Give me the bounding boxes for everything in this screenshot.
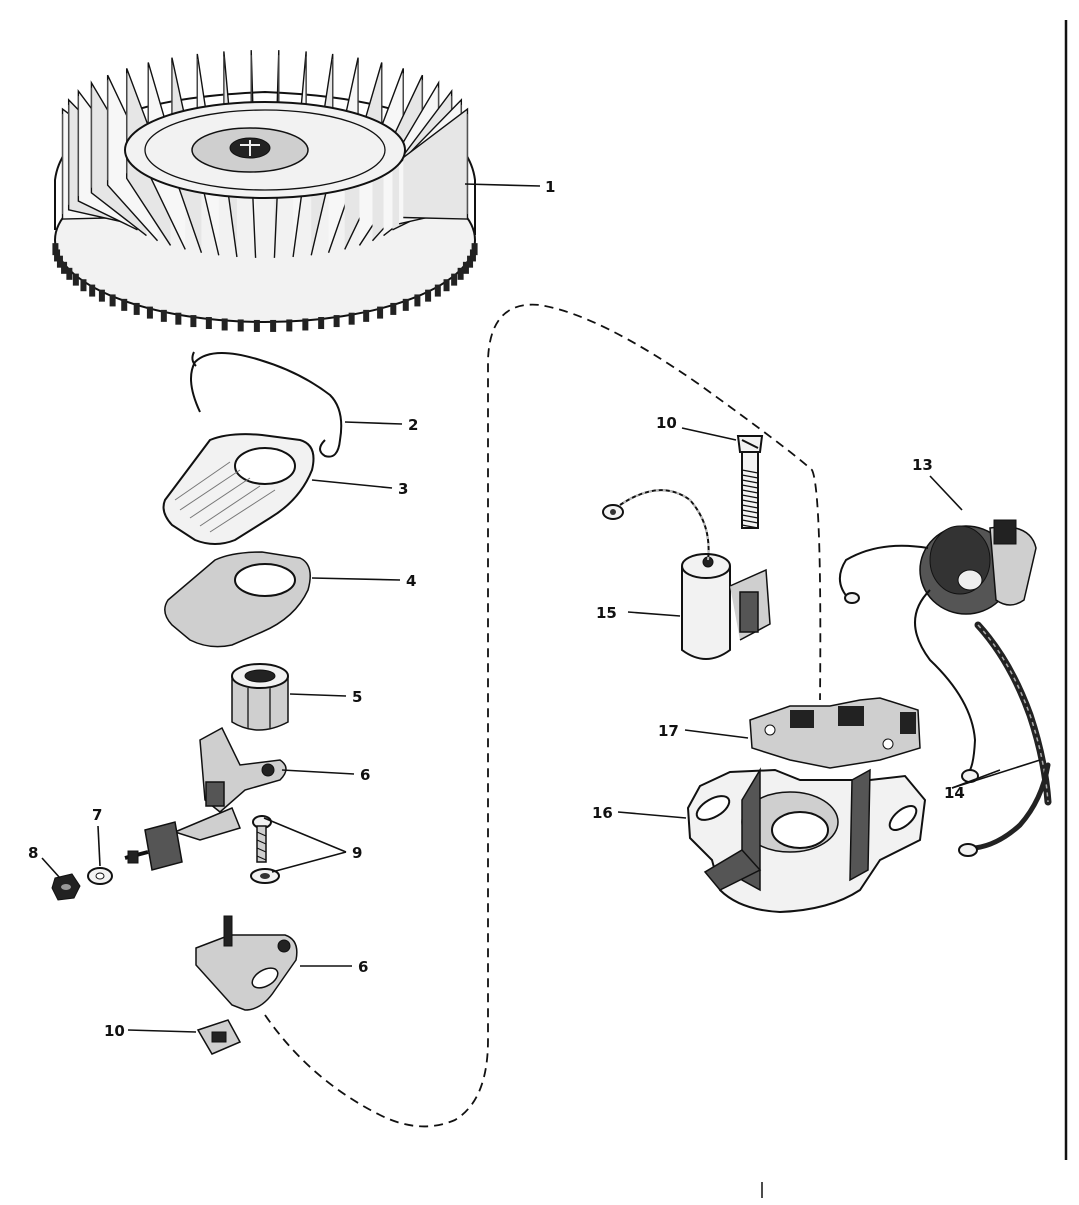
ground-wire-part (958, 621, 1052, 857)
screw-part (250, 815, 280, 884)
callout-16: 16 (592, 804, 613, 822)
flywheel-part (52, 50, 478, 332)
callout-2: 2 (408, 416, 418, 434)
callout-17: 17 (658, 722, 679, 740)
callout-15: 15 (596, 604, 617, 622)
clip-part (196, 1019, 242, 1055)
assembly-boundary-line (264, 303, 822, 1128)
mounting-bracket-part (195, 915, 298, 1011)
terminal-block-part (124, 821, 183, 871)
condenser-screw-part (736, 435, 764, 529)
bushing-part (231, 663, 289, 731)
callout-1: 1 (545, 178, 555, 196)
leader-lines (41, 183, 1041, 1033)
callout-5: 5 (352, 688, 362, 706)
ignition-coil-part (839, 519, 1037, 783)
nut-part (51, 873, 81, 901)
callout-3: 3 (398, 480, 408, 498)
callout-6-bracket: 6 (358, 958, 368, 976)
spring-clip-part (190, 351, 343, 458)
callout-7: 7 (92, 806, 102, 824)
washer-part (87, 867, 113, 885)
callout-4: 4 (406, 572, 416, 590)
callout-14: 14 (944, 784, 965, 802)
callout-10-clip: 10 (104, 1022, 125, 1040)
breaker-plate-base-part (686, 697, 927, 914)
callout-9: 9 (352, 844, 362, 862)
gasket-part (164, 551, 311, 648)
callout-6-arm: 6 (360, 766, 370, 784)
callout-8: 8 (28, 844, 38, 862)
callout-13: 13 (912, 456, 933, 474)
cover-plate-part (162, 433, 315, 545)
callout-labels: 1 2 3 4 5 6 7 8 9 6 10 10 13 14 15 16 17 (28, 178, 965, 1040)
condenser-part (602, 489, 771, 660)
callout-10-screw: 10 (656, 414, 677, 432)
breaker-arm-part (172, 726, 287, 841)
